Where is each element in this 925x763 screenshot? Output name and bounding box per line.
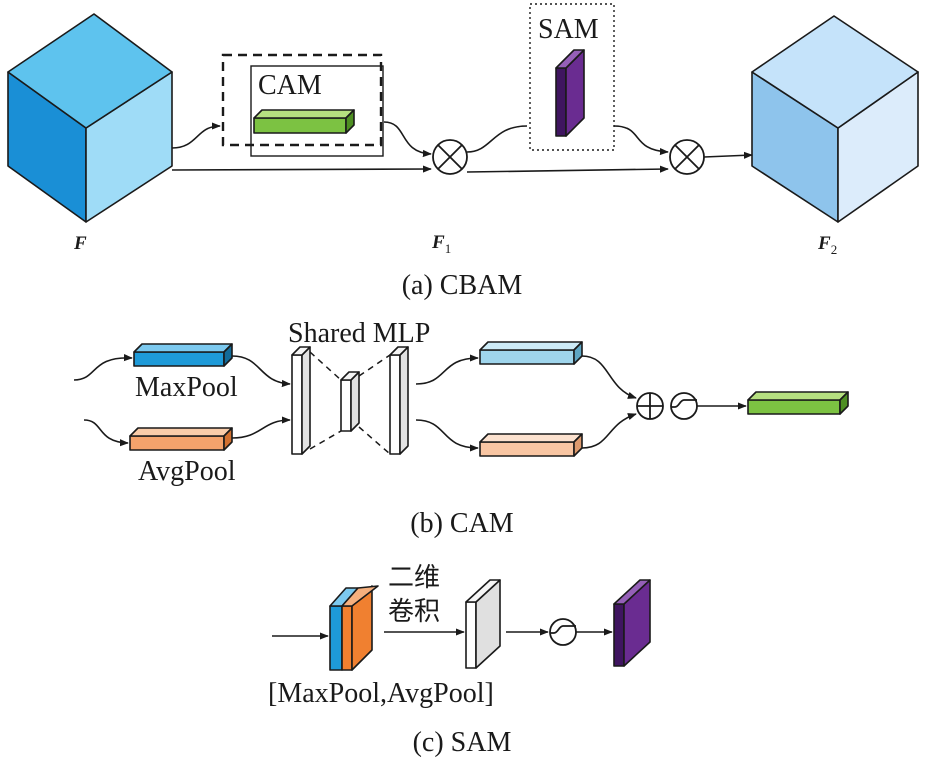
output-feature-cube: [751, 15, 919, 223]
f2-label: F2: [817, 233, 837, 257]
sam-connections: [272, 628, 613, 640]
input-label: F: [73, 233, 87, 254]
spatial-attention-output: [613, 579, 651, 667]
cam-dashed-box: [221, 53, 383, 147]
caption-a: (a) CBAM: [402, 270, 523, 301]
multiply-operator-1: [432, 139, 468, 175]
sigmoid-operator-sam: [549, 618, 577, 646]
maxpool-label: MaxPool: [135, 372, 238, 403]
pooled-maps-stack: [329, 585, 379, 671]
concat-label: [MaxPool,AvgPool]: [268, 678, 494, 709]
mlp-output-layer: [389, 346, 409, 455]
shared-mlp-label: Shared MLP: [288, 318, 430, 349]
caption-c: (c) SAM: [413, 727, 512, 758]
sam-label: SAM: [538, 14, 599, 45]
add-operator: [636, 392, 664, 420]
conv-label-line1: 二维: [388, 563, 440, 593]
channel-attention-output: [747, 391, 849, 415]
multiply-operator-2: [669, 139, 705, 175]
cbam-connections: [171, 121, 753, 173]
f1-label: F1: [431, 232, 451, 256]
cam-label: CAM: [258, 70, 322, 101]
cam-connections: [73, 354, 747, 452]
avgpool-vector: [129, 427, 233, 451]
panel-cbam: CAM SAM: [7, 3, 919, 301]
input-feature-cube: [7, 13, 173, 223]
mlp-input-layer: [291, 346, 311, 455]
mlp-output-avg: [479, 433, 583, 457]
mlp-connections: [309, 351, 391, 455]
cam-solid-box: [250, 65, 384, 157]
conv-output-map: [465, 579, 501, 669]
channel-attention-map: [253, 109, 355, 134]
spatial-attention-map: [555, 49, 585, 137]
maxpool-vector: [133, 343, 233, 367]
avgpool-label: AvgPool: [138, 456, 236, 487]
mlp-output-max: [479, 341, 583, 365]
sigmoid-operator: [670, 392, 698, 420]
panel-sam: 二维 卷积 [MaxPool,AvgPool] (c) SAM: [268, 563, 651, 758]
panel-cam: MaxPool AvgPool Shared MLP: [73, 318, 849, 539]
sam-dotted-box: [529, 3, 615, 151]
caption-b: (b) CAM: [410, 508, 514, 539]
conv-label-line2: 卷积: [388, 597, 440, 627]
mlp-hidden-layer: [340, 371, 360, 432]
